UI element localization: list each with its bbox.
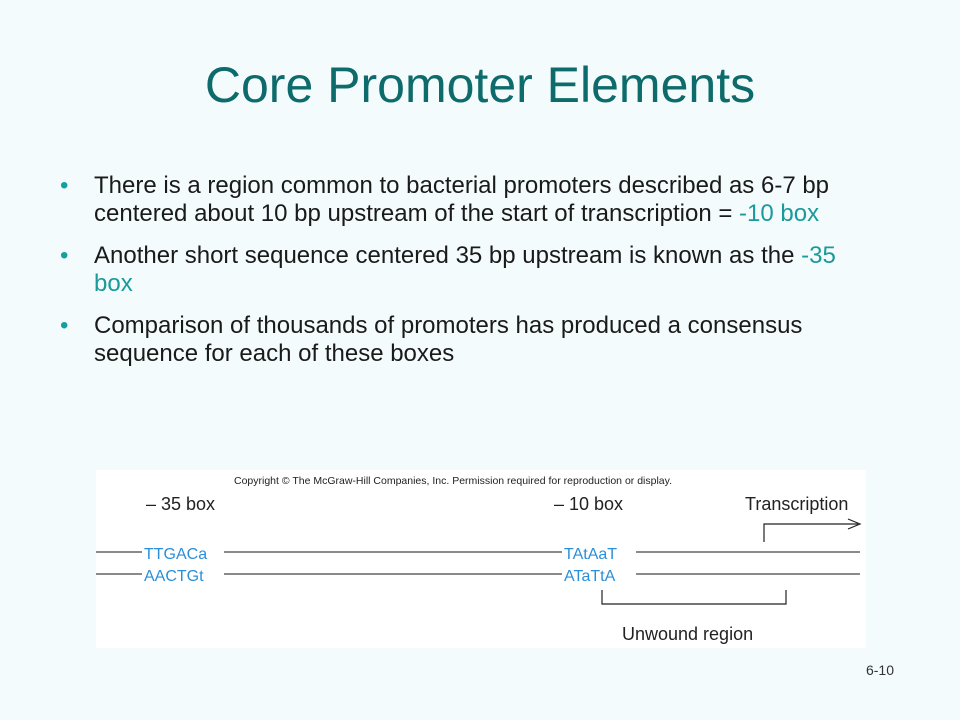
unwound-region-label: Unwound region: [622, 624, 753, 644]
copyright-text: Copyright © The McGraw-Hill Companies, I…: [234, 475, 672, 487]
sequence-10-bottom: ATaTtA: [564, 568, 616, 585]
bullet-item: • There is a region common to bacterial …: [60, 172, 880, 228]
unwound-bracket: [601, 590, 787, 605]
bullet-highlight: -10 box: [739, 200, 820, 227]
label-minus-35-box: – 35 box: [146, 494, 215, 514]
label-transcription: Transcription: [745, 494, 848, 514]
slide-number: 6-10: [865, 662, 894, 678]
sequence-35-bottom: AACTGt: [144, 568, 204, 585]
sequence-10-top: TAtAaT: [564, 546, 617, 563]
bullet-dot-icon: •: [60, 242, 69, 269]
bullet-list: • There is a region common to bacterial …: [60, 172, 880, 382]
bullet-text: There is a region common to bacterial pr…: [94, 172, 830, 227]
bullet-item: • Comparison of thousands of promoters h…: [60, 312, 880, 368]
bullet-item: • Another short sequence centered 35 bp …: [60, 242, 880, 298]
bullet-text: Another short sequence centered 35 bp up…: [94, 242, 802, 269]
arrowhead-icon: [847, 518, 862, 530]
bullet-highlight: -35 box: [94, 242, 836, 297]
sequence-35-top: TTGACa: [144, 546, 207, 563]
bullet-text: Comparison of thousands of promoters has…: [94, 312, 803, 367]
bullet-dot-icon: •: [60, 312, 69, 339]
bullet-dot-icon: •: [60, 172, 69, 199]
label-minus-10-box: – 10 box: [554, 494, 623, 514]
promoter-diagram: Copyright © The McGraw-Hill Companies, I…: [96, 475, 862, 644]
promoter-figure: Copyright © The McGraw-Hill Companies, I…: [96, 470, 866, 648]
transcription-arrow-icon: [763, 523, 858, 542]
slide-title: Core Promoter Elements: [204, 57, 756, 113]
